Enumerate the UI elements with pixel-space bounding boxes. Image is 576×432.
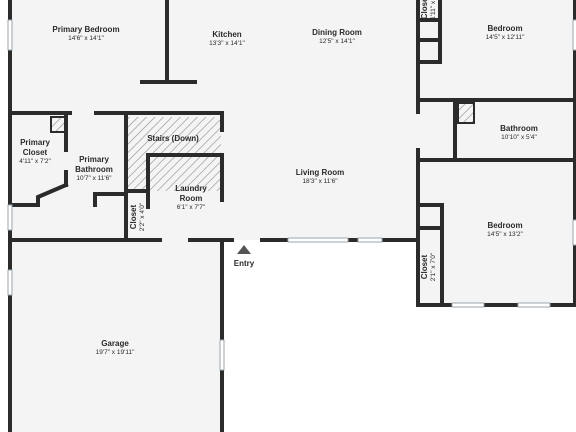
room-name: Garage — [101, 339, 129, 348]
room-dims: 14'6" x 14'1" — [68, 35, 104, 42]
label-primary-closet: Primary Closet 4'11" x 7'2" — [12, 138, 58, 166]
entry-text: Entry — [233, 259, 255, 268]
room-dims: 10'7" x 11'6" — [76, 175, 112, 182]
room-dims: 18'3" x 11'6" — [302, 178, 338, 185]
window-bottom-2 — [517, 302, 551, 308]
window-living-1 — [287, 237, 349, 243]
label-closet-small: Closet 2'2" x 4'0" — [129, 197, 147, 237]
room-name: Bedroom — [487, 24, 523, 33]
window-right-2 — [572, 219, 576, 246]
window-right-1 — [572, 19, 576, 51]
room-dims: 19'7" x 19'11" — [95, 349, 135, 356]
window-living-2 — [357, 237, 383, 243]
window-garage-left — [7, 269, 13, 296]
room-name: Primary Bathroom — [75, 155, 113, 174]
label-stairs: Stairs (Down) — [138, 134, 208, 144]
label-living-room: Living Room 18'3" x 11'6" — [280, 168, 360, 186]
room-dims: 6'1" x 7'7" — [176, 204, 206, 211]
room-name: Dining Room — [312, 28, 362, 37]
primary-closet-shaft — [50, 116, 66, 133]
room-name: Stairs (Down) — [147, 134, 199, 143]
room-dims: 2'2" x 4'0" — [138, 202, 146, 232]
window-bottom-1 — [451, 302, 485, 308]
floor-garage — [9, 240, 222, 432]
window-left-2 — [7, 204, 13, 231]
label-closet-top: Closet 1'11" x 3' — [420, 0, 438, 25]
window-garage-right — [219, 339, 225, 371]
bathroom-shaft — [457, 102, 475, 124]
room-name: Living Room — [295, 168, 345, 177]
label-primary-bathroom: Primary Bathroom 10'7" x 11'6" — [68, 155, 120, 183]
label-closet-bottom: Closet 2'1" x 7'0" — [420, 246, 438, 288]
floor-areas — [9, 0, 576, 432]
floor-right-wing — [419, 0, 576, 305]
room-name: Kitchen — [212, 30, 242, 39]
label-bedroom-bottom: Bedroom 14'5" x 13'2" — [470, 221, 540, 239]
room-dims: 1'11" x 3' — [429, 0, 437, 20]
room-dims: 14'5" x 13'2" — [487, 231, 523, 238]
label-kitchen: Kitchen 13'3" x 14'1" — [184, 30, 270, 48]
label-dining-room: Dining Room 12'5" x 14'1" — [292, 28, 382, 46]
entry-label: Entry — [224, 259, 264, 269]
room-name: Laundry Room — [175, 184, 207, 203]
room-name: Closet — [128, 204, 138, 230]
room-name: Closet — [419, 0, 429, 20]
entry-arrow-icon — [237, 245, 251, 254]
room-dims: 14'5" x 12'11" — [485, 34, 525, 41]
label-bedroom-top: Bedroom 14'5" x 12'11" — [470, 24, 540, 42]
room-name: Bedroom — [487, 221, 523, 230]
room-dims: 2'1" x 7'0" — [429, 252, 437, 282]
room-dims: 4'11" x 7'2" — [19, 158, 51, 165]
windows — [7, 19, 576, 371]
label-garage: Garage 19'7" x 19'11" — [80, 339, 150, 357]
window-left-1 — [7, 19, 13, 51]
room-name: Closet — [419, 254, 429, 280]
room-dims: 10'10" x 5'4" — [501, 134, 537, 141]
room-dims: 12'5" x 14'1" — [319, 38, 355, 45]
room-name: Bathroom — [500, 124, 538, 133]
room-name: Primary Closet — [20, 138, 50, 157]
label-laundry-room: Laundry Room 6'1" x 7'7" — [166, 184, 216, 212]
room-name: Primary Bedroom — [52, 25, 120, 34]
label-bathroom: Bathroom 10'10" x 5'4" — [486, 124, 552, 142]
room-dims: 13'3" x 14'1" — [209, 40, 245, 47]
label-primary-bedroom: Primary Bedroom 14'6" x 14'1" — [30, 25, 142, 43]
